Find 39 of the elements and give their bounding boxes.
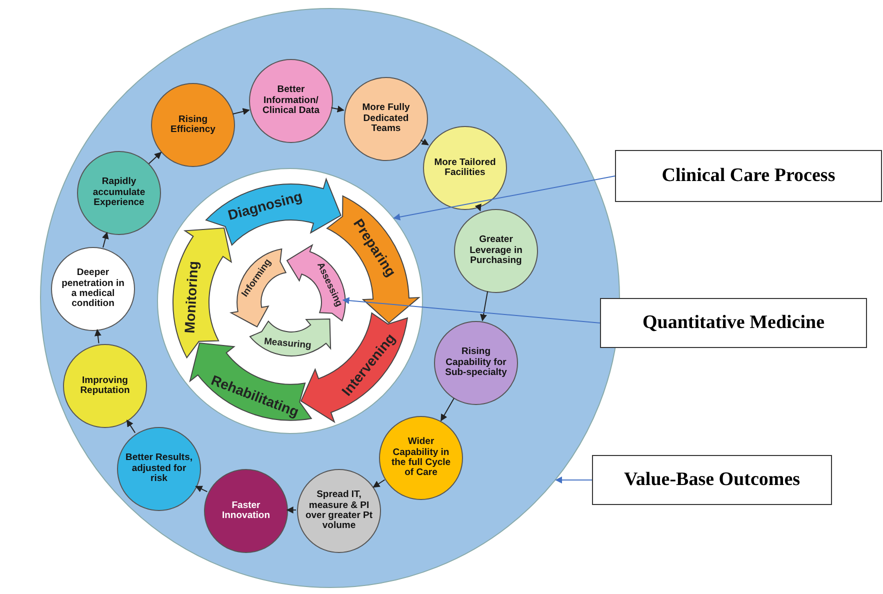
stage-circle: More Tailored Facilities (423, 126, 507, 210)
segment-label: Measuring (263, 336, 312, 352)
arrow (474, 204, 482, 212)
stage-circle: Spread IT, measure & PI over greater Pt volume (297, 469, 381, 553)
ring-segment (286, 244, 346, 322)
stage-circle: Rising Capability for Sub-specialty (434, 321, 518, 405)
stage-circle: Wider Capability in the full Cycle of Care (379, 416, 463, 500)
leader-arrow (342, 297, 600, 324)
stage-circle: Rapidly accumulate Experience (77, 151, 161, 235)
callout-box: Clinical Care Process (615, 150, 882, 202)
arrow (420, 138, 429, 146)
arrow (126, 420, 136, 434)
ring-segment (230, 248, 287, 328)
stage-circle: Improving Reputation (63, 344, 147, 428)
stage-circle: Better Information/ Clinical Data (249, 59, 333, 143)
arrow (148, 152, 162, 164)
arrow (286, 506, 296, 514)
stage-circle: Deeper penetration in a medical condition (51, 247, 135, 331)
ring-segment (248, 318, 332, 357)
stage-circle: More Fully Dedicated Teams (344, 77, 428, 161)
stage-circle: Faster Innovation (204, 469, 288, 553)
ring-segment (205, 178, 342, 246)
segment-label: Monitoring (181, 260, 201, 334)
arrow (94, 329, 102, 344)
ring-segment (172, 226, 232, 358)
arrow (372, 479, 386, 488)
callout-box: Value-Base Outcomes (592, 455, 832, 505)
stage-circle: Rising Efficiency (151, 83, 235, 167)
stage-circle: Better Results, adjusted for risk (117, 427, 201, 511)
callout-box: Quantitative Medicine (600, 298, 867, 348)
arrow (480, 290, 488, 322)
leader-arrow (393, 176, 616, 220)
stage-circle: Greater Leverage in Purchasing (454, 209, 538, 293)
arrow (195, 486, 208, 492)
arrow (440, 398, 454, 422)
arrow (232, 108, 250, 115)
leader-arrow (555, 476, 592, 484)
arrow (102, 232, 109, 248)
arrow (330, 106, 344, 112)
